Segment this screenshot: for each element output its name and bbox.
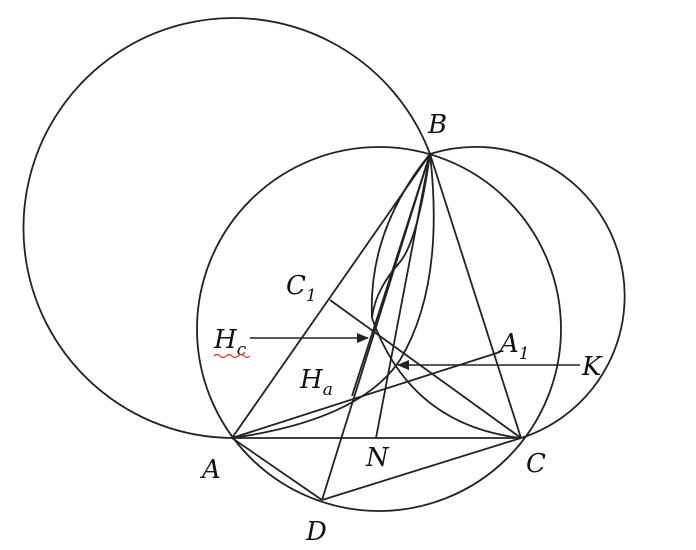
circles <box>22 17 626 512</box>
segment-dc <box>321 437 522 501</box>
arc-a-ha <box>231 359 401 439</box>
label-hc: Hc <box>213 325 247 360</box>
label-b: B <box>427 110 447 140</box>
segment-a-a1 <box>231 351 501 439</box>
spellcheck-underline <box>213 353 251 359</box>
segment-c1-c <box>329 299 522 439</box>
segment-ha-b <box>351 153 431 397</box>
label-k: K <box>581 352 603 382</box>
label-n: N <box>365 443 390 473</box>
arcs <box>231 153 522 439</box>
segments <box>231 153 522 501</box>
segment-ad <box>231 437 323 501</box>
segment-ab <box>231 153 431 439</box>
label-a1: A1 <box>498 329 530 364</box>
label-d: D <box>305 517 327 547</box>
arc-b-left <box>370 153 431 319</box>
circumcircle-abc <box>196 146 562 512</box>
arc-inner-b <box>371 153 431 319</box>
label-ha: Ha <box>299 365 333 400</box>
right-circle <box>429 146 626 439</box>
arc-inner-c <box>371 317 522 439</box>
arc-ha-b <box>399 153 435 361</box>
labels: B A C D N K C1 A1 Hc Ha <box>200 110 603 547</box>
arrows <box>250 333 580 370</box>
label-a: A <box>200 455 221 485</box>
large-left-circle <box>22 17 431 439</box>
label-c: C <box>526 449 546 479</box>
label-c1: C1 <box>286 271 317 306</box>
segment-bc <box>429 153 522 439</box>
segment-nb <box>375 153 431 439</box>
